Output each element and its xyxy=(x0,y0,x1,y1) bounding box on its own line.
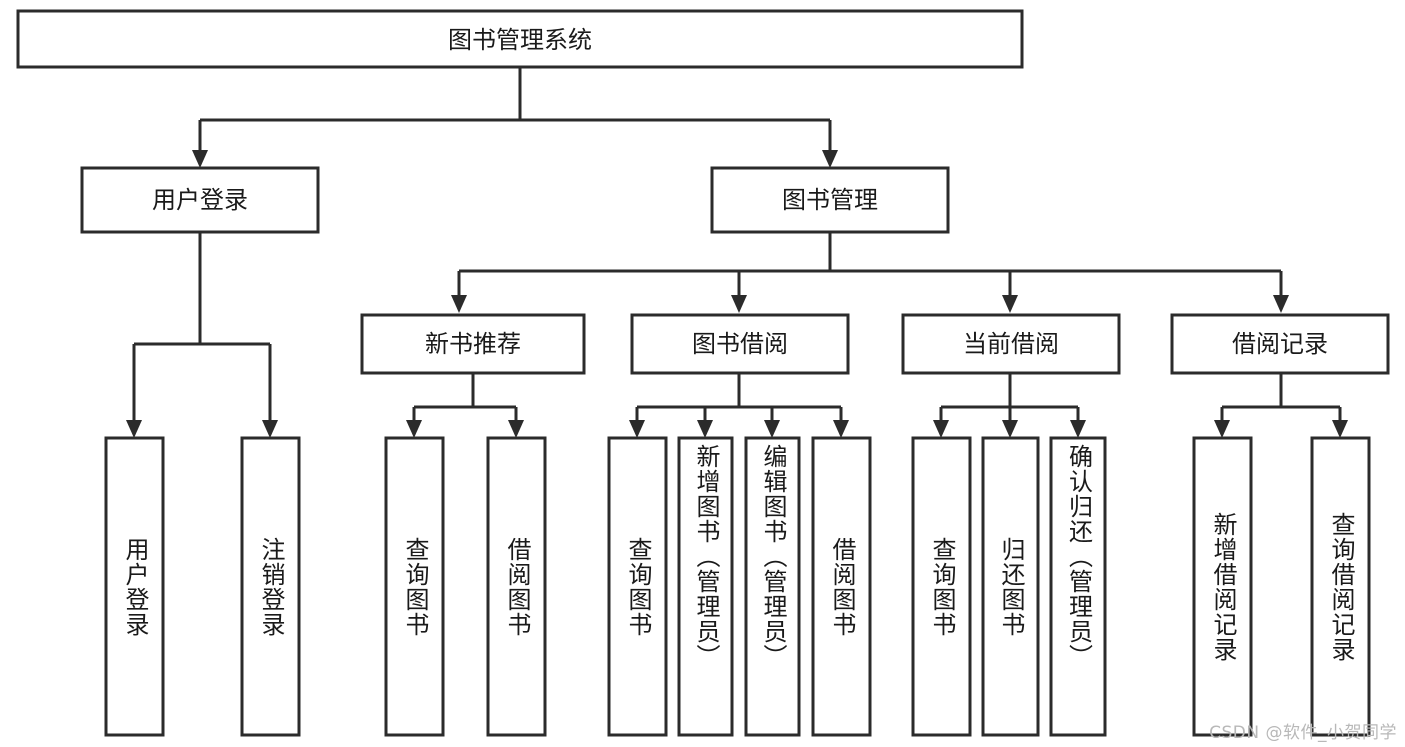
edge-bookborrow-to-leaves xyxy=(629,373,849,438)
leaf-box-borrow-book-2 xyxy=(811,436,872,737)
node-new-book-rec-label: 新书推荐 xyxy=(425,330,521,358)
leaf-box-add-record xyxy=(1192,436,1253,737)
leaf-boxes xyxy=(104,436,1371,737)
node-book-manage[interactable]: 图书管理 xyxy=(710,166,950,234)
node-user-login[interactable]: 用户登录 xyxy=(80,166,320,234)
leaf-box-query-book-1 xyxy=(384,436,445,737)
node-book-borrow-label: 图书借阅 xyxy=(692,330,788,358)
node-borrow-record[interactable]: 借阅记录 xyxy=(1170,313,1390,375)
leaf-box-query-record xyxy=(1310,436,1371,737)
leaf-box-return-book xyxy=(981,436,1040,737)
node-root-label: 图书管理系统 xyxy=(448,26,592,54)
edge-newbook-to-leaves xyxy=(406,373,524,438)
leaf-box-edit-book xyxy=(744,436,801,737)
node-current-borrow-label: 当前借阅 xyxy=(963,330,1059,358)
csdn-watermark: CSDN @软件_小贺同学 xyxy=(1209,723,1397,743)
leaf-box-logout xyxy=(240,436,301,737)
leaf-box-add-book xyxy=(677,436,734,737)
edge-root-to-level2 xyxy=(192,67,838,168)
edge-userlogin-to-leaves xyxy=(126,232,278,438)
edge-borrowrecord-to-leaves xyxy=(1214,373,1348,438)
node-root[interactable]: 图书管理系统 xyxy=(16,9,1024,69)
node-current-borrow[interactable]: 当前借阅 xyxy=(901,313,1121,375)
leaf-box-query-book-3 xyxy=(911,436,972,737)
node-book-manage-label: 图书管理 xyxy=(782,186,878,214)
leaf-box-confirm-return xyxy=(1049,436,1107,737)
leaf-box-query-book-2 xyxy=(607,436,668,737)
node-borrow-record-label: 借阅记录 xyxy=(1232,330,1328,358)
edge-bookmanage-to-level3 xyxy=(451,232,1289,313)
node-book-borrow[interactable]: 图书借阅 xyxy=(630,313,850,375)
leaf-box-borrow-book-1 xyxy=(486,436,547,737)
node-user-login-label: 用户登录 xyxy=(152,186,248,214)
edge-currentborrow-to-leaves xyxy=(933,373,1086,438)
leaf-box-user-login xyxy=(104,436,165,737)
node-new-book-rec[interactable]: 新书推荐 xyxy=(360,313,586,375)
